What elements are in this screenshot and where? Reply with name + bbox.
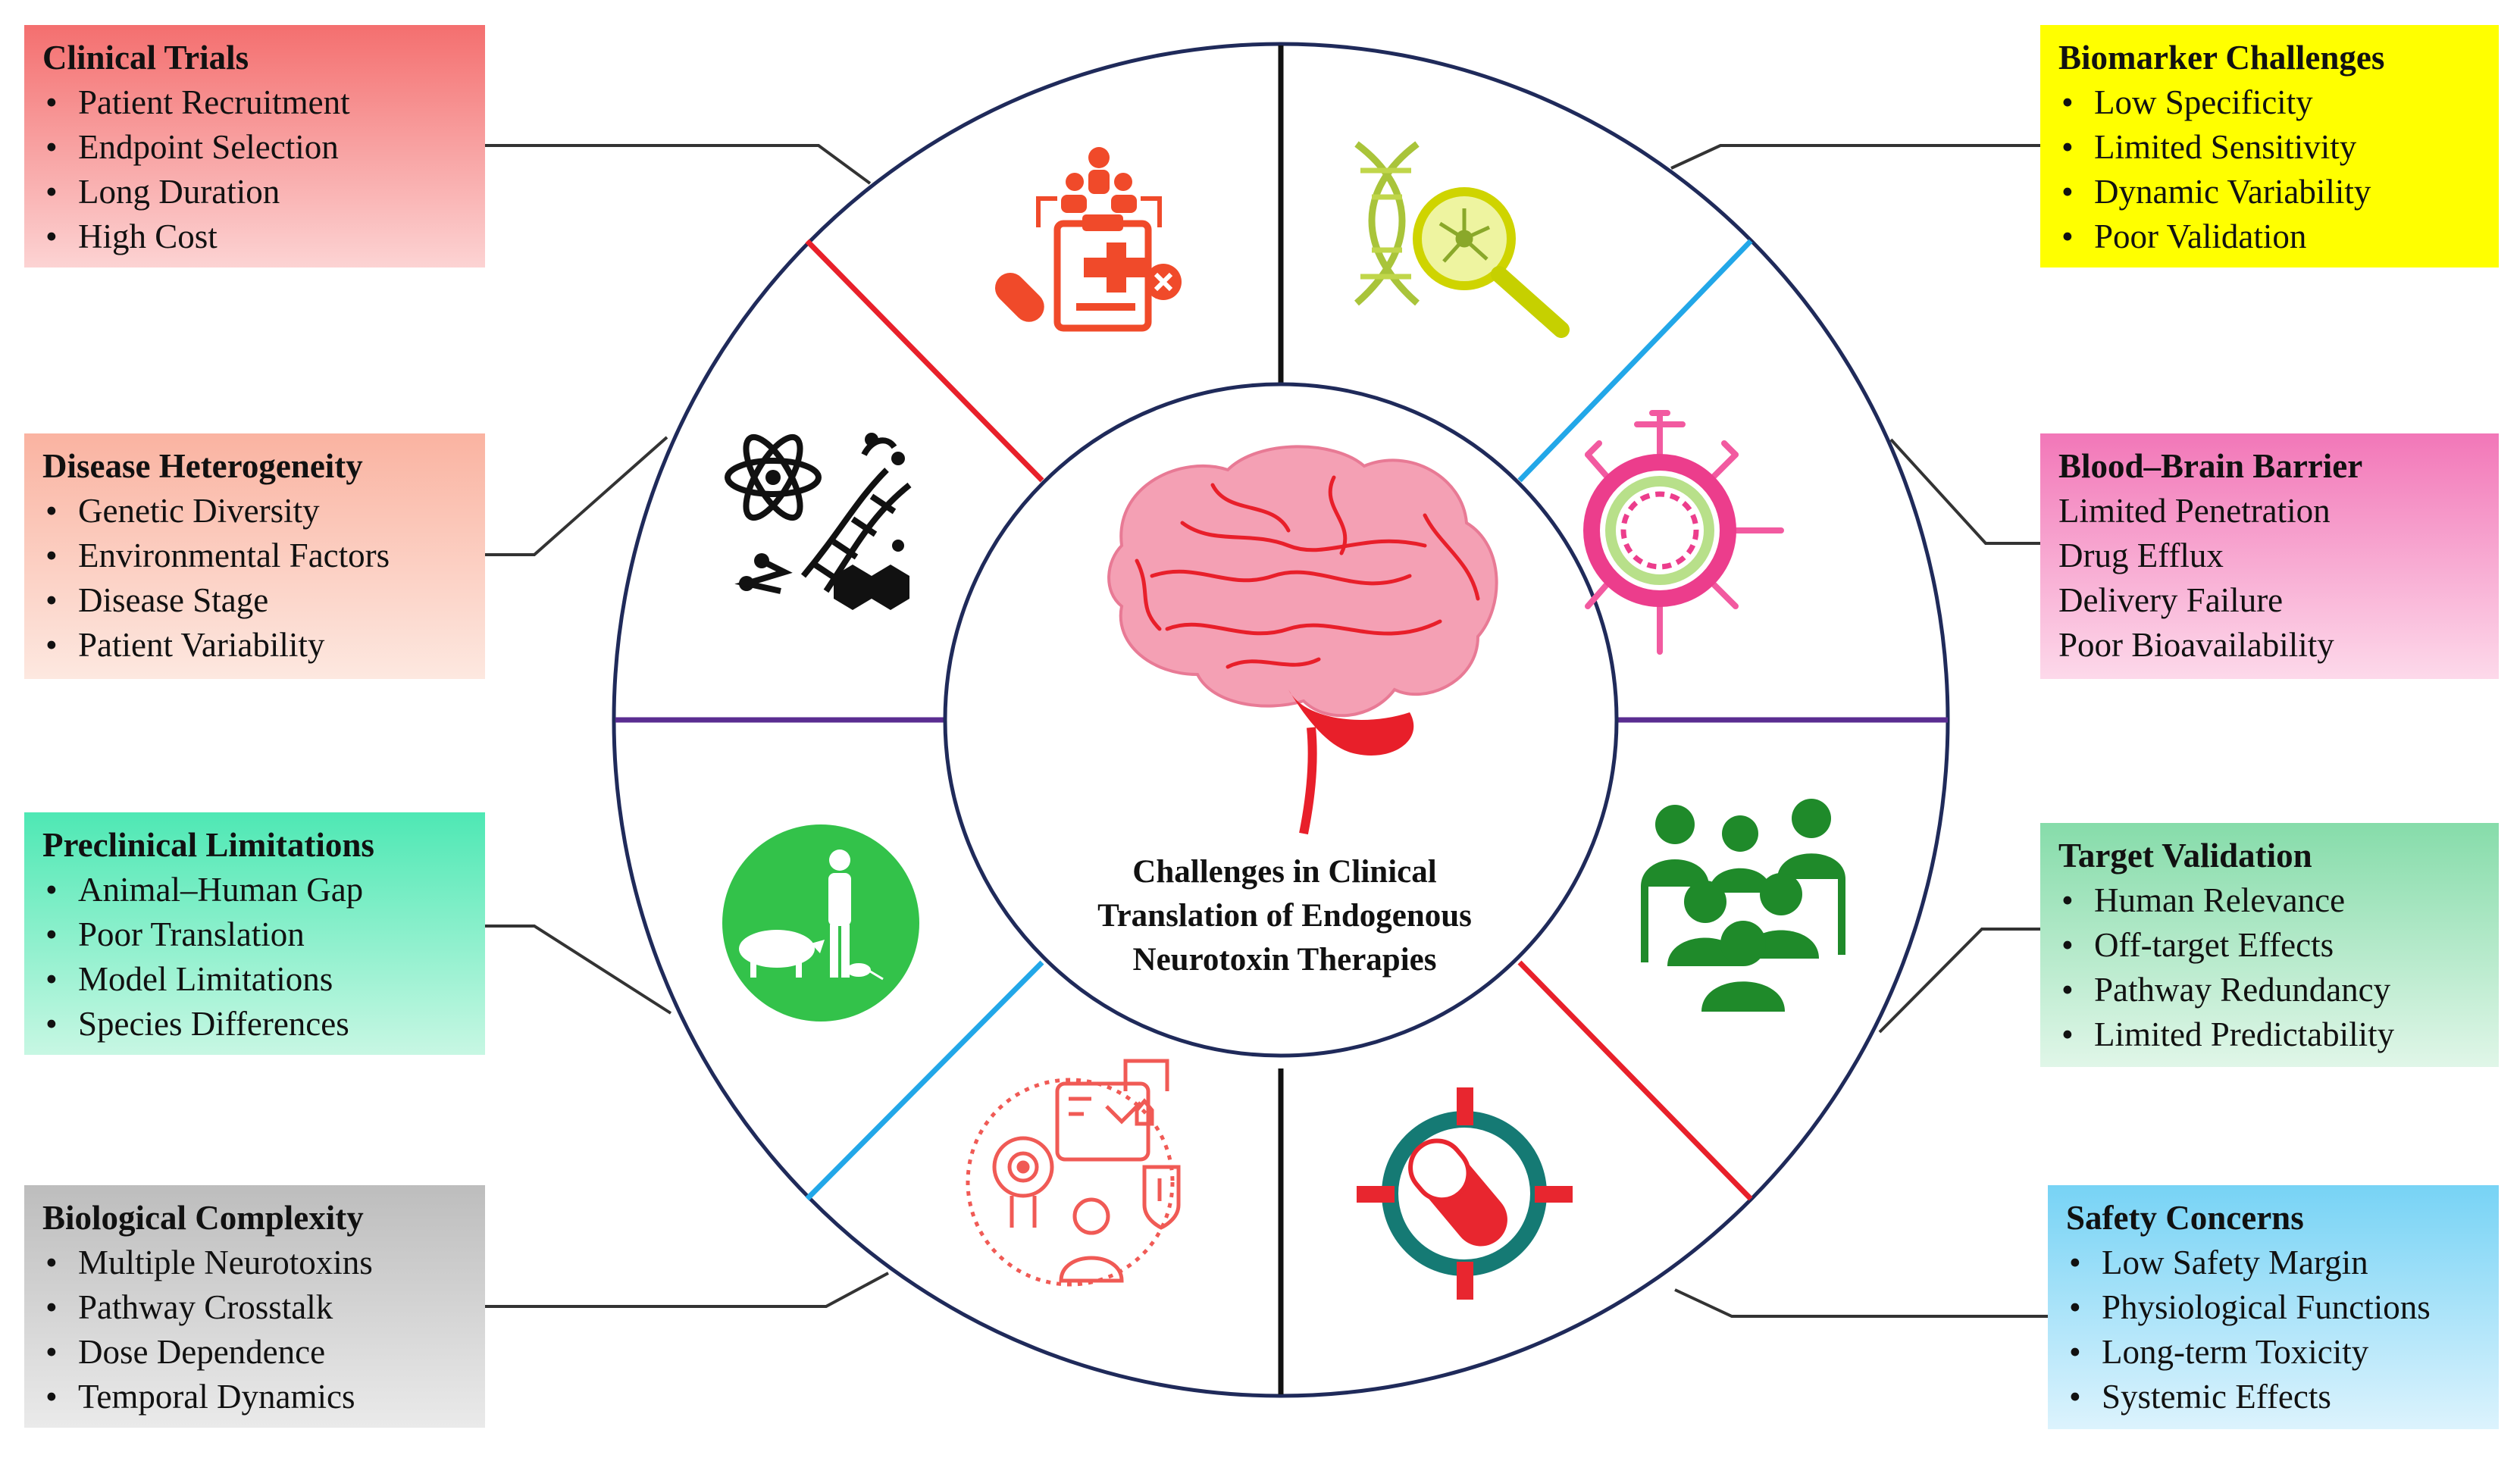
list-item: Human Relevance [2058,878,2481,923]
list-item: Dose Dependence [42,1330,467,1375]
connector-preclinical-limitations [485,925,672,1015]
pill-target-icon [1357,1087,1573,1300]
list-item: Systemic Effects [2066,1375,2481,1419]
list-item: Drug Efflux [2058,537,2224,574]
divider-upper-left [805,239,1044,483]
brain-icon [1107,445,1498,835]
center-title-line: Neurotoxin Therapies [1132,942,1437,978]
list-item: Low Specificity [2058,80,2481,125]
list-item: Patient Variability [42,623,467,668]
box-title: Clinical Trials [42,39,249,77]
analysis-icon [966,1059,1181,1287]
list-item: Patient Recruitment [42,80,467,125]
connector-target-validation [1878,928,2040,1034]
box-item-list: Human Relevance Off-target Effects Pathw… [2058,878,2481,1057]
dna-magnifier-icon [1354,141,1570,338]
divider-upper-right [1517,239,1753,483]
connector-blood-brain-barrier [1889,438,2040,545]
box-title: Biological Complexity [42,1199,364,1237]
list-item: Long-term Toxicity [2066,1330,2481,1375]
box-title: Safety Concerns [2066,1199,2304,1237]
center-title-line: Translation of Endogenous [1097,898,1472,934]
list-item: High Cost [42,214,467,259]
box-title: Preclinical Limitations [42,826,374,864]
list-item: Delivery Failure [2058,581,2284,619]
box-item-list: Limited Penetration Drug Efflux Delivery… [2058,489,2481,668]
list-item: Pathway Redundancy [2058,968,2481,1012]
list-item: Environmental Factors [42,533,467,578]
biomarker-challenges-box: Biomarker Challenges Low Specificity Lim… [2040,25,2499,268]
list-item: Pathway Crosstalk [42,1285,467,1330]
list-item: Endpoint Selection [42,125,467,170]
list-item: Limited Sensitivity [2058,125,2481,170]
box-item-list: Low Safety Margin Physiological Function… [2066,1241,2481,1419]
connector-biomarker-challenges [1670,144,2040,170]
divider-lower-left [805,960,1044,1201]
list-item: Poor Bioavailability [2058,626,2334,664]
list-item: Multiple Neurotoxins [42,1241,467,1285]
safety-concerns-box: Safety Concerns Low Safety Margin Physio… [2048,1185,2499,1429]
blood-brain-barrier-box: Blood–Brain Barrier Limited Penetration … [2040,433,2499,679]
list-item: Poor Translation [42,912,467,957]
atom-dna-icon [725,433,912,610]
box-item-list: Multiple Neurotoxins Pathway Crosstalk D… [42,1241,467,1419]
center-title-line: Challenges in Clinical [1132,854,1437,890]
list-item: Limited Penetration [2058,492,2331,530]
connector-disease-heterogeneity [485,436,668,556]
list-item: Poor Validation [2058,214,2481,259]
animal-human-icon [722,824,919,1022]
connector-biological-complexity [485,1272,889,1308]
center-title: Challenges in Clinical Translation of En… [1023,850,1546,982]
list-item: Long Duration [42,170,467,214]
biological-complexity-box: Biological Complexity Multiple Neurotoxi… [24,1185,485,1428]
list-item: Genetic Diversity [42,489,467,533]
box-title: Biomarker Challenges [2058,39,2385,77]
connector-safety-concerns [1674,1288,2048,1318]
list-item: Physiological Functions [2066,1285,2481,1330]
list-item: Disease Stage [42,578,467,623]
list-item: Species Differences [42,1002,467,1047]
list-item: Temporal Dynamics [42,1375,467,1419]
list-item: Limited Predictability [2058,1012,2481,1057]
divider-lower-right [1517,960,1753,1201]
box-item-list: Genetic Diversity Environmental Factors … [42,489,467,668]
box-title: Disease Heterogeneity [42,447,363,485]
connector-clinical-trials [485,144,872,185]
box-item-list: Animal–Human Gap Poor Translation Model … [42,868,467,1047]
box-title: Blood–Brain Barrier [2058,447,2363,485]
list-item: Off-target Effects [2058,923,2481,968]
list-item: Model Limitations [42,957,467,1002]
clinical-trials-box: Clinical Trials Patient Recruitment Endp… [24,25,485,268]
connector-lines [485,144,2048,1318]
blood-vessel-icon [1583,410,1784,655]
list-item: Low Safety Margin [2066,1241,2481,1285]
list-item: Animal–Human Gap [42,868,467,912]
clipboard-icon [994,147,1182,332]
target-validation-box: Target Validation Human Relevance Off-ta… [2040,823,2499,1067]
disease-heterogeneity-box: Disease Heterogeneity Genetic Diversity … [24,433,485,679]
preclinical-limitations-box: Preclinical Limitations Animal–Human Gap… [24,812,485,1055]
box-item-list: Patient Recruitment Endpoint Selection L… [42,80,467,259]
list-item: Dynamic Variability [2058,170,2481,214]
box-title: Target Validation [2058,837,2312,874]
box-item-list: Low Specificity Limited Sensitivity Dyna… [2058,80,2481,259]
people-group-icon [1641,799,1845,1012]
ring-dividers [615,45,1948,1394]
